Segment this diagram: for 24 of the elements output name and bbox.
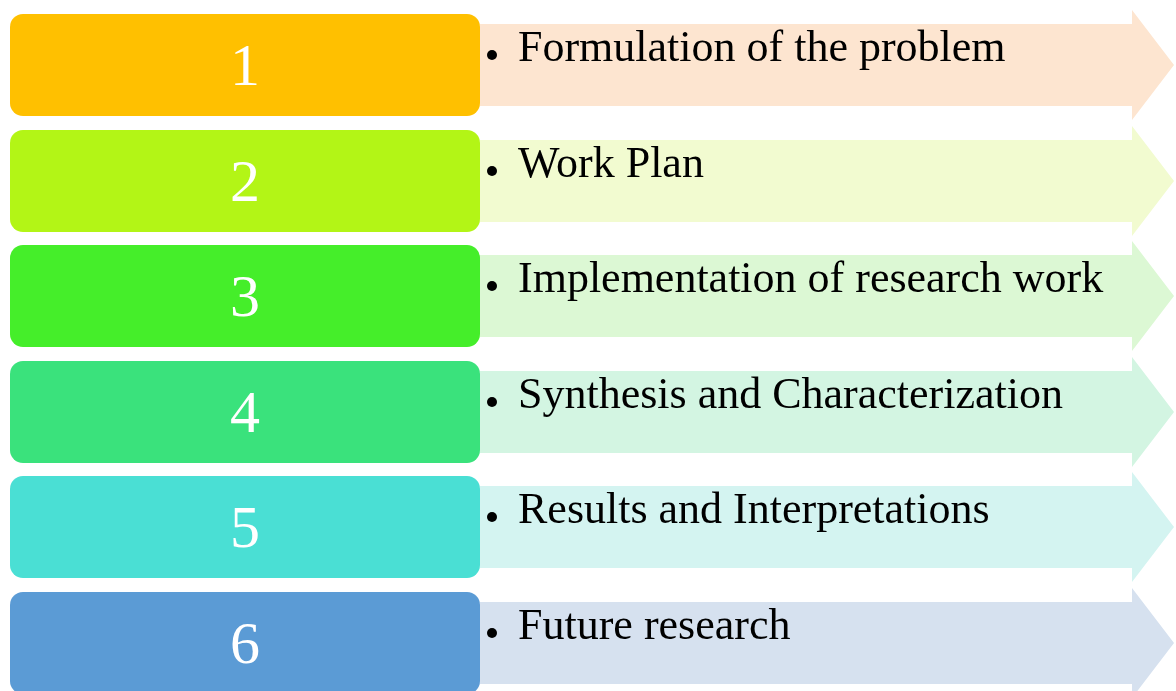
arrow-band <box>480 239 1174 353</box>
arrow-band <box>480 124 1174 238</box>
step-number: 5 <box>230 497 260 557</box>
number-box <box>10 476 480 578</box>
step-number: 1 <box>230 35 260 95</box>
step-number: 4 <box>230 382 260 442</box>
arrow-band <box>480 355 1174 469</box>
step-number: 3 <box>230 266 260 326</box>
number-box <box>10 592 480 691</box>
arrow-band <box>480 8 1174 122</box>
step-number: 6 <box>230 613 260 673</box>
number-box <box>10 14 480 116</box>
step-label: Future research <box>518 603 792 647</box>
number-box <box>10 361 480 463</box>
step-number: 2 <box>230 151 260 211</box>
step-label: Results and Interpretations <box>518 487 991 531</box>
arrow-band <box>480 586 1174 691</box>
step-label: Formulation of the problem <box>518 25 1007 69</box>
number-box <box>10 130 480 232</box>
step-label: Work Plan <box>518 141 705 185</box>
number-box <box>10 245 480 347</box>
step-label: Synthesis and Characterization <box>518 372 1064 416</box>
arrow-band <box>480 470 1174 584</box>
step-label: Implementation of research work <box>518 256 1105 300</box>
